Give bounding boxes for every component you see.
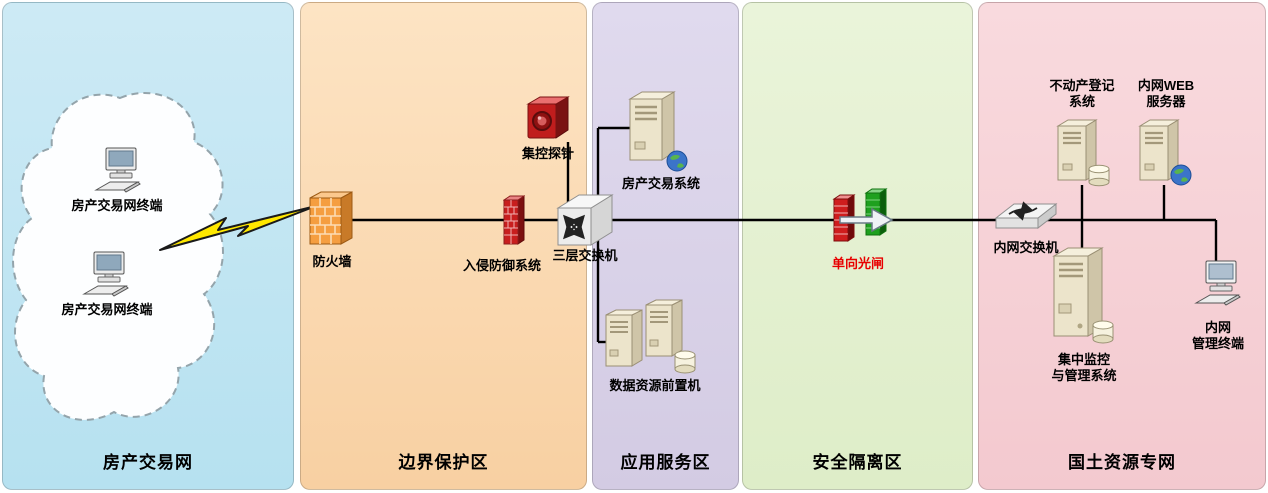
zone-app-service: 应用服务区 [592,2,739,490]
desktop-pc-icon [94,147,141,193]
trade-system-server-icon [628,91,688,172]
zone-land-resource-label: 国土资源专网 [1068,453,1176,472]
trade-system-label: 房产交易系统 [621,176,700,191]
registration-system-label: 不动产登记 系统 [1049,78,1115,109]
desktop-pc-icon [82,251,129,297]
optical-gate-label: 单向光闸 [831,256,884,271]
terminal-top-label: 房产交易网终端 [71,198,163,213]
intranet-switch-icon [994,201,1058,230]
firewall-label: 防火墙 [312,254,352,269]
web-server-label: 内网WEB 服务器 [1137,78,1195,109]
probe-icon [526,96,570,139]
monitoring-system-icon [1052,247,1114,344]
zone-trade-net-label: 房产交易网 [103,453,193,472]
one-way-optical-gate-icon [832,188,894,242]
database-cylinder-icon [1088,164,1110,187]
layer3-switch-label: 三层交换机 [552,248,618,263]
zone-isolation-label: 安全隔离区 [812,453,903,472]
intranet-switch-label: 内网交换机 [993,240,1059,255]
management-terminal-label: 内网 管理终端 [1191,320,1244,351]
globe-icon [666,150,688,172]
firewall-icon [309,191,353,245]
probe-label: 集控探针 [521,146,574,161]
web-server-icon [1138,119,1192,186]
layer3-switch-icon [556,194,614,246]
registration-server-icon [1056,119,1110,187]
intrusion-prevention-icon [503,195,525,245]
zone-land-resource: 国土资源专网 [978,2,1266,490]
intrusion-prevention-label: 入侵防御系统 [462,258,541,273]
monitoring-system-label: 集中监控 与管理系统 [1051,352,1117,383]
data-front-machine-label: 数据资源前置机 [609,378,701,393]
database-cylinder-icon [674,350,696,374]
database-cylinder-icon [1092,320,1114,344]
zone-app-service-label: 应用服务区 [620,453,711,472]
zone-isolation: 安全隔离区 [742,2,973,490]
globe-icon [1170,164,1192,186]
terminal-bottom-label: 房产交易网终端 [61,302,153,317]
management-terminal-icon [1194,260,1241,306]
data-front-machine-icon [605,299,696,374]
zone-border-protect: 边界保护区 [300,2,587,490]
zone-border-protect-label: 边界保护区 [398,453,489,472]
